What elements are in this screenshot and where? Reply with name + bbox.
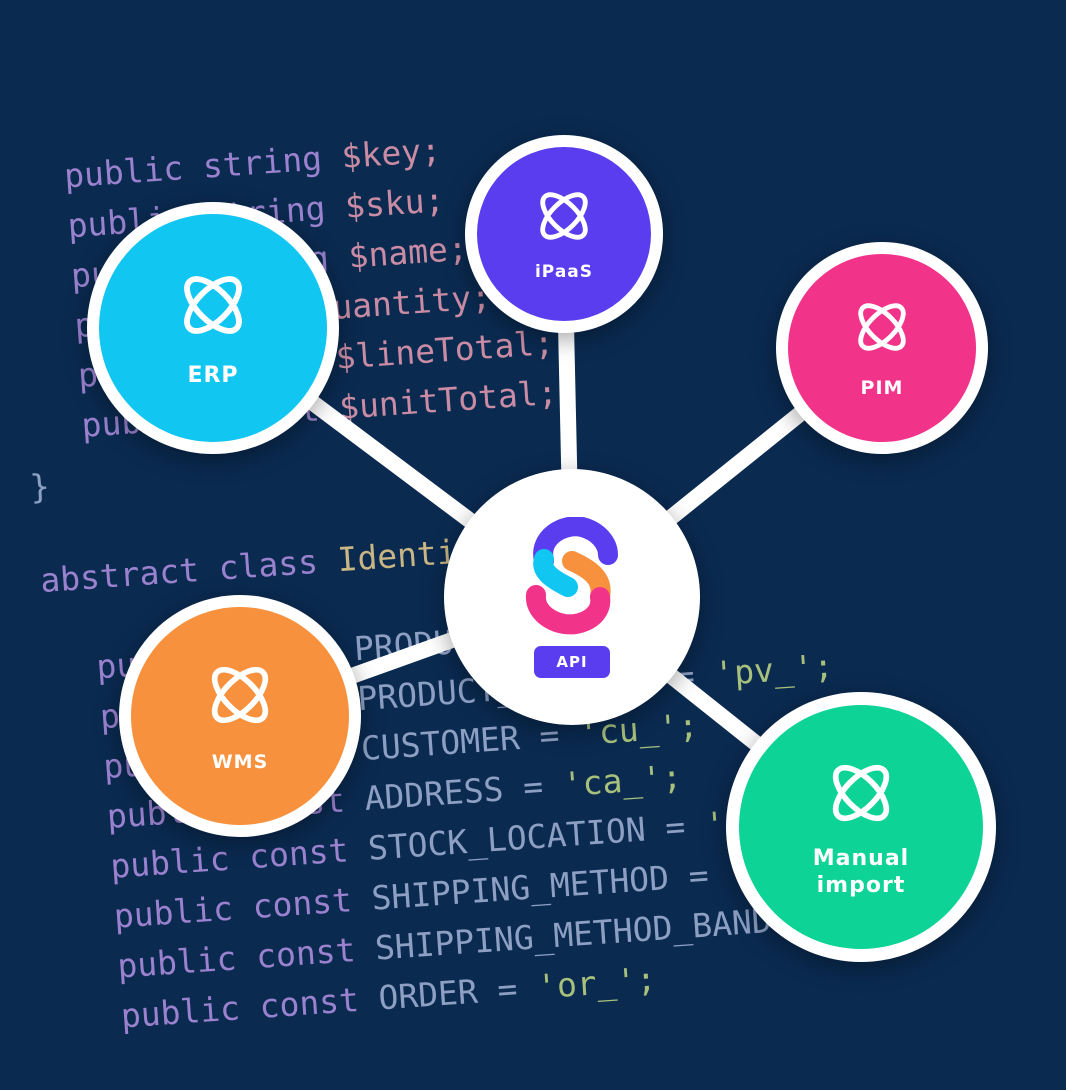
code-token: $name; bbox=[347, 229, 469, 276]
atom-icon bbox=[823, 755, 899, 831]
atom-icon bbox=[174, 266, 252, 344]
node-pim-label: PIM bbox=[860, 377, 904, 400]
logo-icon bbox=[524, 515, 620, 640]
node-erp: ERP bbox=[87, 202, 339, 454]
atom-icon bbox=[532, 184, 596, 248]
code-token: $key; bbox=[340, 130, 442, 176]
code-token: 'or_'; bbox=[536, 959, 658, 1007]
node-manual-import-label: Manual import bbox=[812, 845, 910, 899]
node-manual-import-circle: Manual import bbox=[739, 705, 983, 949]
code-token: } bbox=[28, 466, 51, 506]
node-erp-label: ERP bbox=[187, 363, 239, 389]
code-token: $sku; bbox=[344, 180, 446, 226]
atom-icon bbox=[850, 295, 914, 359]
node-ipaas: iPaaS bbox=[465, 135, 663, 333]
node-pim-circle: PIM bbox=[788, 254, 976, 442]
node-wms-circle: WMS bbox=[131, 607, 349, 825]
node-ipaas-circle: iPaaS bbox=[477, 147, 651, 321]
code-token: 'pv_'; bbox=[713, 646, 835, 694]
node-ipaas-label: iPaaS bbox=[534, 262, 594, 283]
node-wms: WMS bbox=[119, 595, 361, 837]
node-manual-import: Manual import bbox=[726, 692, 996, 962]
code-line: public string $key; bbox=[63, 130, 442, 195]
node-erp-circle: ERP bbox=[99, 214, 327, 442]
code-token: 'ca_'; bbox=[561, 757, 683, 805]
node-api-hub: API bbox=[444, 469, 700, 725]
node-pim: PIM bbox=[776, 242, 988, 454]
node-wms-label: WMS bbox=[211, 751, 269, 774]
atom-icon bbox=[202, 657, 278, 733]
node-api-hub-circle: API bbox=[444, 469, 700, 725]
code-line: } bbox=[28, 466, 51, 506]
api-badge: API bbox=[534, 645, 610, 678]
